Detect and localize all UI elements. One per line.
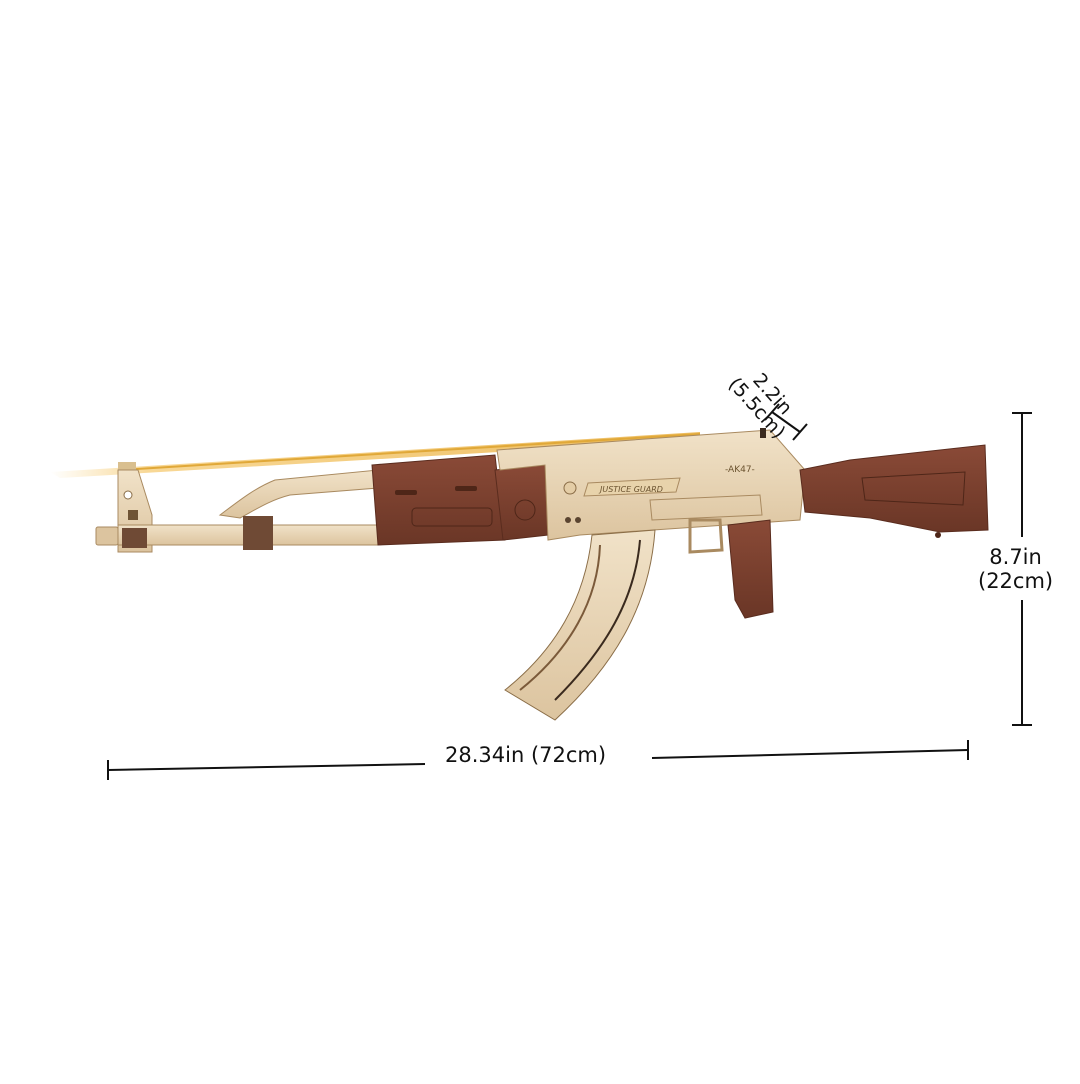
trigger-guard <box>688 518 724 554</box>
length-dimension-line <box>107 740 969 780</box>
height-dimension-line <box>1012 412 1032 726</box>
engraving-justice-guard: JUSTICE GUARD <box>598 485 663 494</box>
rubber-band <box>50 432 701 478</box>
height-label-inches: 8.7in <box>989 545 1042 569</box>
length-label: 28.34in (72cm) <box>445 743 607 767</box>
stock <box>799 444 989 538</box>
magazine <box>504 529 656 721</box>
handguard <box>371 454 549 546</box>
pistol-grip <box>727 519 774 619</box>
thickness-dimension-line <box>764 403 808 441</box>
height-label: 8.7in (22cm) <box>978 545 1053 593</box>
barrel <box>117 469 379 550</box>
height-label-cm: (22cm) <box>978 569 1054 593</box>
engraving-ak47: -AK47- <box>725 465 755 475</box>
receiver: JUSTICE GUARD -AK47- <box>496 428 806 541</box>
